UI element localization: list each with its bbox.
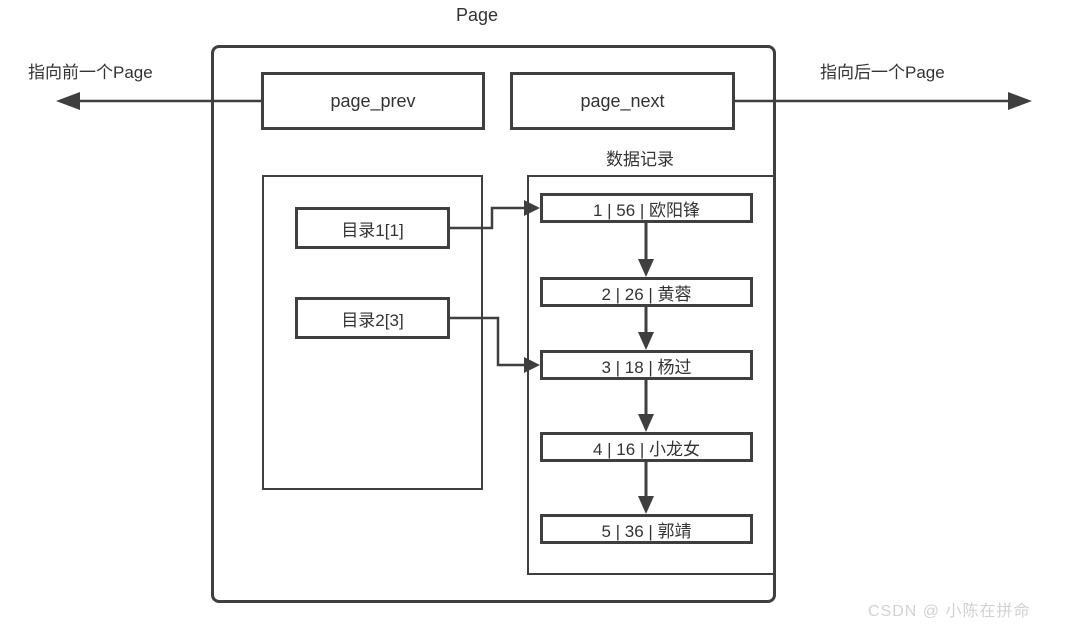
directory-entry-1: 目录1[1]	[295, 207, 450, 249]
prev-page-arrow-label: 指向前一个Page	[28, 63, 153, 82]
records-title: 数据记录	[606, 150, 674, 169]
record-row-2: 2 | 26 | 黄蓉	[540, 277, 753, 307]
record-row-5: 5 | 36 | 郭靖	[540, 514, 753, 544]
page-title: Page	[455, 5, 499, 25]
record-row-1: 1 | 56 | 欧阳锋	[540, 193, 753, 223]
next-page-arrow-icon	[735, 92, 1032, 110]
record-row-3: 3 | 18 | 杨过	[540, 350, 753, 380]
record-row-4: 4 | 16 | 小龙女	[540, 432, 753, 462]
watermark: CSDN @ 小陈在拼命	[868, 603, 1031, 620]
next-page-arrow-label: 指向后一个Page	[820, 63, 945, 82]
page-prev-box: page_prev	[261, 72, 485, 130]
page-next-box: page_next	[510, 72, 735, 130]
directory-entry-2: 目录2[3]	[295, 297, 450, 339]
